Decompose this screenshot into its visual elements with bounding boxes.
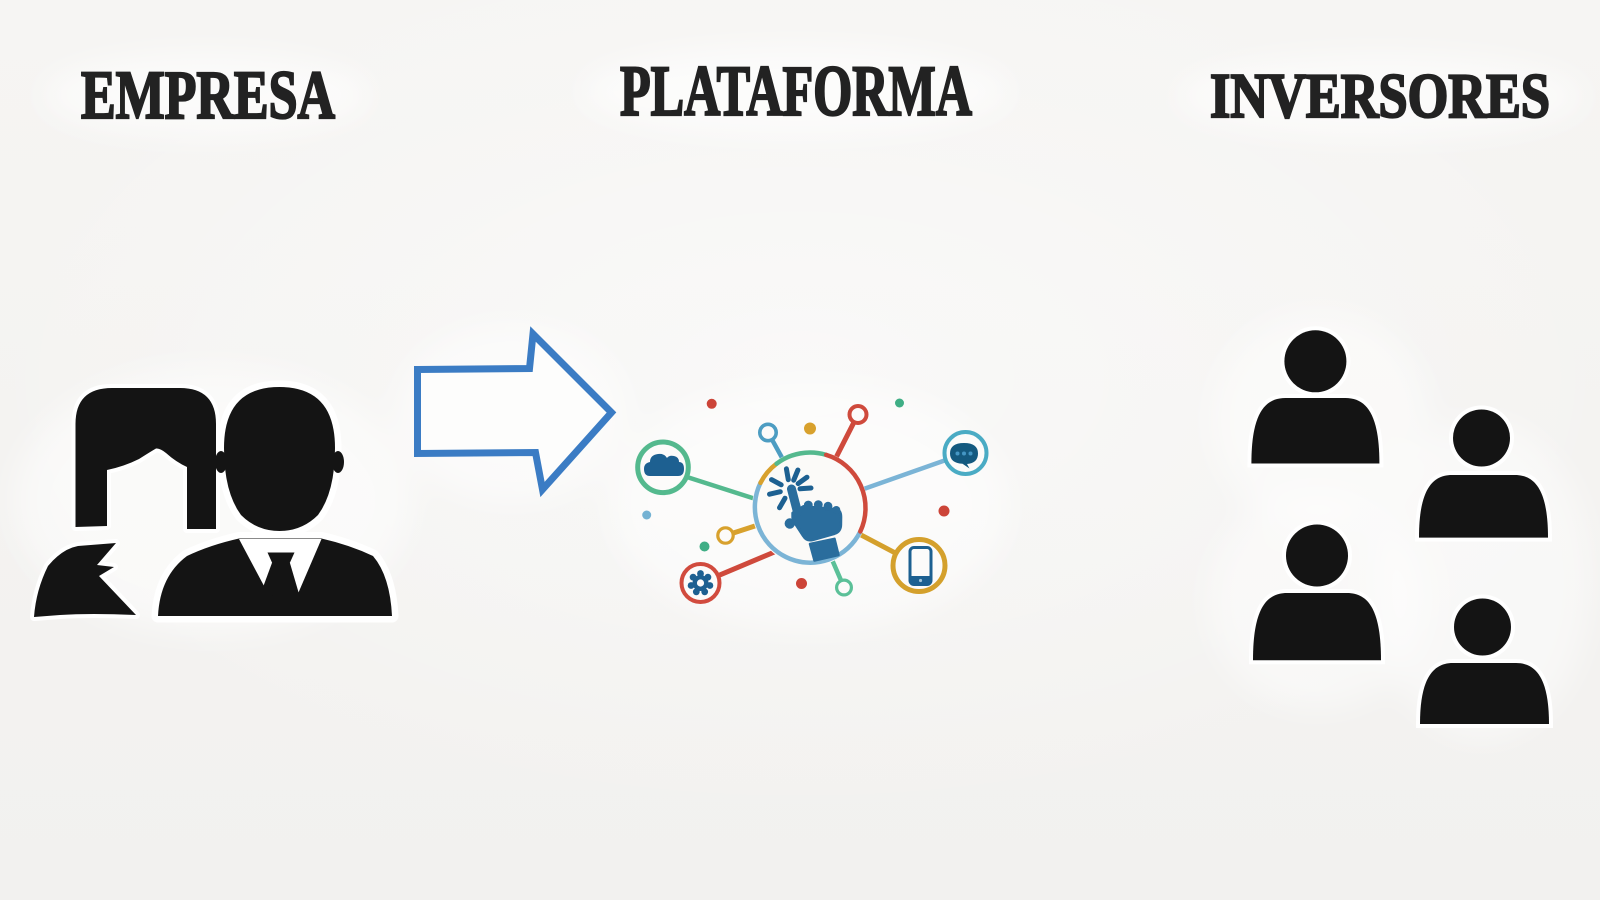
svg-text:INVERSORES: INVERSORES [1210,61,1550,131]
svg-text:EMPRESA: EMPRESA [81,57,335,133]
svg-text:PLATAFORMA: PLATAFORMA [620,51,972,131]
